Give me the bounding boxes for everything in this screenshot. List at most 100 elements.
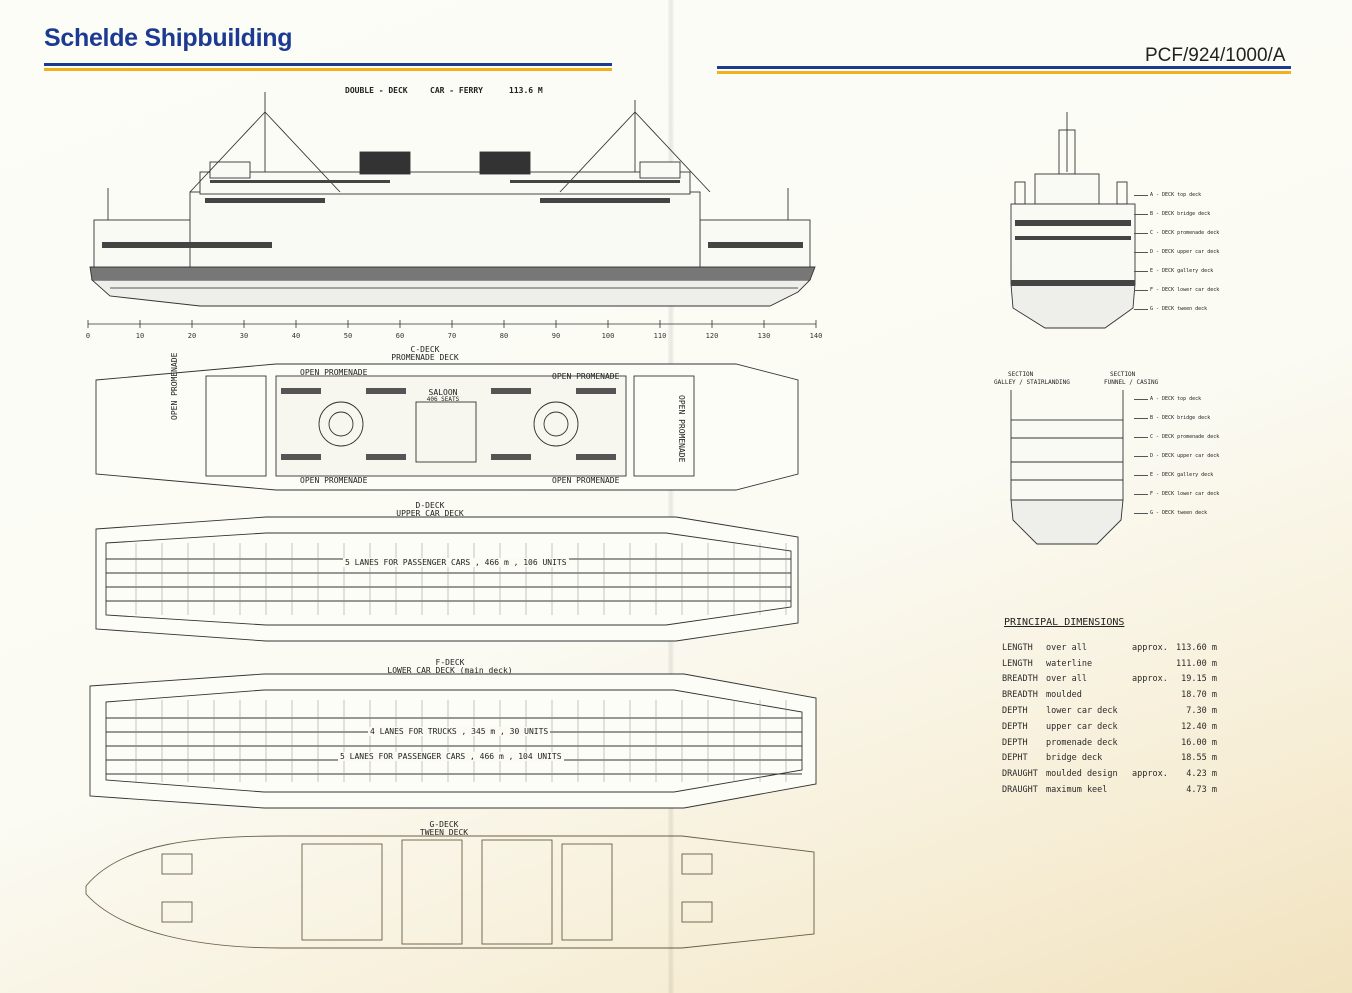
c-open-promenade-side-right: OPEN PROMENADE: [677, 395, 686, 463]
dimension-value: 111.00 m: [1176, 658, 1217, 669]
dimension-qualifier: [1132, 656, 1176, 672]
profile-title-type: DOUBLE - DECK: [345, 86, 408, 95]
deck-level-label: C - DECK promenade deck: [1150, 230, 1220, 236]
dimension-value: 18.70 m: [1181, 690, 1217, 701]
dimension-spec: over all: [1046, 642, 1087, 653]
dimension-item: LENGTH: [1002, 642, 1033, 653]
dimension-qualifier: approx.: [1132, 674, 1168, 685]
frame-tick-label: 110: [654, 332, 667, 340]
dimension-item: DRAUGHT: [1002, 769, 1038, 780]
deck-level-label: A - DECK top deck: [1150, 396, 1202, 402]
d-deck-subtitle: UPPER CAR DECK: [396, 509, 464, 518]
header-stripe-left: [44, 63, 612, 71]
deck-level-leader: [1134, 233, 1148, 234]
deck-level-label: G - DECK tween deck: [1150, 306, 1208, 312]
dimension-spec: bridge deck: [1046, 753, 1103, 764]
dimension-value: 4.23 m: [1186, 769, 1217, 780]
deck-level-label: D - DECK upper car deck: [1150, 249, 1220, 255]
section-left-title: SECTION: [1008, 371, 1034, 378]
dimension-value: 113.60 m: [1176, 642, 1217, 653]
document-number: PCF/924/1000/A: [1145, 45, 1286, 66]
g-deck-plan: [85, 835, 815, 949]
deck-level-leader: [1134, 271, 1148, 272]
d-deck-name: D-DECK: [415, 501, 445, 510]
principal-dimensions-table: LENGTH over all approx. 113.60 m LENGTH water…: [1002, 640, 1217, 798]
deck-level-label: G - DECK tween deck: [1150, 510, 1208, 516]
c-open-promenade-bottom-left: OPEN PROMENADE: [300, 476, 368, 485]
deck-level-leader: [1134, 290, 1148, 291]
dimension-spec: over all: [1046, 674, 1087, 685]
c-open-promenade-top-left: OPEN PROMENADE: [300, 368, 368, 377]
frame-tick-label: 90: [552, 332, 560, 340]
c-open-promenade-side-left: OPEN PROMENADE: [170, 352, 179, 420]
frame-tick-label: 130: [758, 332, 771, 340]
dimension-row: DEPHT bridge deck 18.55 m: [1002, 751, 1217, 767]
dimension-value: 7.30 m: [1186, 706, 1217, 717]
f-deck-cars-label: 5 LANES FOR PASSENGER CARS , 466 m , 104…: [338, 752, 564, 761]
frame-tick-label: 140: [810, 332, 823, 340]
dimension-row: BREADTH over all approx. 19.15 m: [1002, 672, 1217, 688]
dimension-value: 19.15 m: [1181, 674, 1217, 685]
dimension-spec: upper car deck: [1046, 721, 1118, 732]
dimension-item: BREADTH: [1002, 690, 1038, 701]
d-deck-plan: [95, 516, 799, 642]
dimension-spec: maximum keel: [1046, 785, 1108, 796]
frame-tick-label: 60: [396, 332, 404, 340]
deck-level-label: B - DECK bridge deck: [1150, 415, 1211, 421]
dimension-qualifier: [1132, 751, 1176, 767]
section-right-subtitle: FUNNEL / CASING: [1104, 379, 1159, 386]
sections-drawing: [1010, 390, 1124, 545]
dimension-item: BREADTH: [1002, 674, 1038, 685]
frame-tick-label: 10: [136, 332, 144, 340]
deck-level-leader: [1134, 475, 1148, 476]
dimension-qualifier: approx.: [1132, 769, 1168, 780]
dimension-item: DEPTH: [1002, 706, 1028, 717]
section-left-subtitle: GALLEY / STAIRLANDING: [994, 379, 1070, 386]
deck-level-label: E - DECK gallery deck: [1150, 472, 1214, 478]
dimension-qualifier: [1132, 703, 1176, 719]
dimension-spec: promenade deck: [1046, 737, 1118, 748]
f-deck-subtitle: LOWER CAR DECK (main deck): [387, 666, 513, 675]
frame-tick-label: 70: [448, 332, 456, 340]
frame-tick-label: 80: [500, 332, 508, 340]
page-fold: [668, 0, 674, 993]
dimension-spec: moulded design: [1046, 769, 1118, 780]
deck-level-label: F - DECK lower car deck: [1150, 491, 1220, 497]
g-deck-subtitle: TWEEN DECK: [419, 828, 469, 837]
c-open-promenade-top-right: OPEN PROMENADE: [552, 372, 620, 381]
dimension-qualifier: [1132, 687, 1176, 703]
dimension-item: DEPHT: [1002, 753, 1028, 764]
g-deck-name: G-DECK: [429, 820, 459, 829]
dimension-row: DRAUGHT moulded design approx. 4.23 m: [1002, 766, 1217, 782]
deck-level-leader: [1134, 399, 1148, 400]
frame-tick-label: 0: [86, 332, 90, 340]
section-right-title: SECTION: [1110, 371, 1136, 378]
dimension-qualifier: [1132, 782, 1176, 798]
c-deck-name: C-DECK: [410, 345, 440, 354]
dimension-item: DEPTH: [1002, 721, 1028, 732]
deck-level-label: B - DECK bridge deck: [1150, 211, 1211, 217]
frame-tick-label: 20: [188, 332, 196, 340]
deck-level-label: F - DECK lower car deck: [1150, 287, 1220, 293]
deck-level-leader: [1134, 418, 1148, 419]
brand-title: Schelde Shipbuilding: [44, 24, 293, 52]
dimension-qualifier: [1132, 735, 1176, 751]
c-open-promenade-bottom-right: OPEN PROMENADE: [552, 476, 620, 485]
profile-title-kind: CAR - FERRY: [430, 86, 483, 95]
dimension-item: LENGTH: [1002, 658, 1033, 669]
dimension-value: 18.55 m: [1181, 753, 1217, 764]
c-deck-subtitle: PROMENADE DECK: [391, 353, 459, 362]
dimension-row: LENGTH waterline 111.00 m: [1002, 656, 1217, 672]
f-deck-trucks-label: 4 LANES FOR TRUCKS , 345 m , 30 UNITS: [368, 727, 551, 736]
dimension-spec: waterline: [1046, 658, 1093, 669]
deck-level-leader: [1134, 456, 1148, 457]
dimension-qualifier: [1132, 719, 1176, 735]
c-deck-plan: [95, 363, 799, 491]
deck-level-label: C - DECK promenade deck: [1150, 434, 1220, 440]
dimension-item: DEPTH: [1002, 737, 1028, 748]
